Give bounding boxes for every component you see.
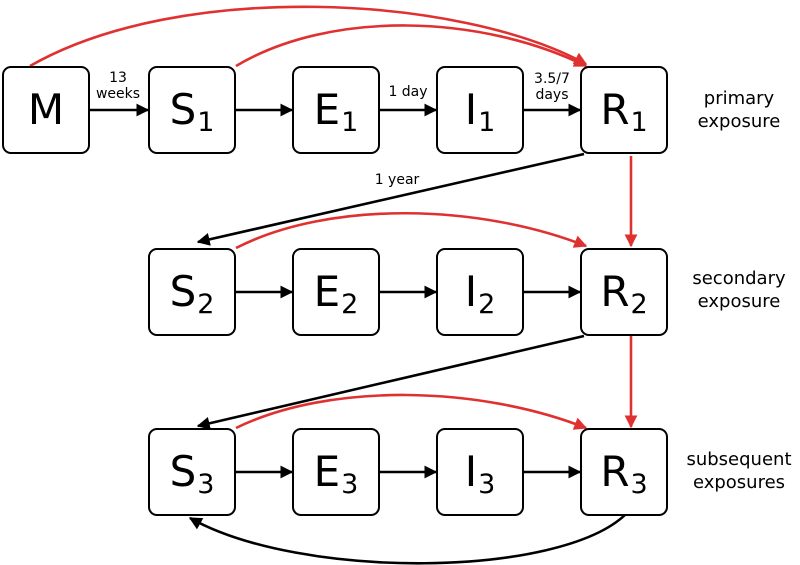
label-r1-s2: 1 year [362,172,432,188]
node-r3-subscript: 3 [630,468,648,500]
node-i2-letter: I [464,267,478,316]
row-label-primary-line1: primary [703,88,775,109]
label-e1-i1-text: 1 day [388,84,428,100]
node-i1-letter: I [464,85,478,134]
node-i3-letter: I [464,447,478,496]
row-label-secondary-line2: exposure [697,291,781,312]
node-m: M [2,66,90,154]
node-m-letter: M [27,85,65,134]
arrow-r1-s2 [196,152,585,246]
label-i1-r1-line1: 3.5/7 [534,71,570,87]
node-e3-subscript: 3 [341,468,359,500]
arrow-r2-s3 [196,334,585,430]
arrow-s2-r2 [235,211,588,250]
row-label-primary: primary exposure [680,87,798,133]
node-e3-letter: E [313,447,341,496]
node-r3-letter: R [600,447,630,496]
node-s2-subscript: 2 [197,288,215,320]
node-e1-subscript: 1 [341,106,359,138]
label-m-s1: 13 weeks [88,70,148,102]
node-r2-letter: R [600,267,630,316]
node-s1-subscript: 1 [197,106,215,138]
node-r1-letter: R [600,85,630,134]
node-s3-letter: S [169,447,197,496]
node-i2-subscript: 2 [478,288,496,320]
node-e2-subscript: 2 [341,288,359,320]
arrow-s3-r3 [235,393,588,430]
row-label-subsequent-line2: exposures [692,472,786,493]
row-label-subsequent-line1: subsequent [686,449,792,470]
arrow-s1-r1 [235,24,588,68]
node-s1-letter: S [169,85,197,134]
node-e2-letter: E [313,267,341,316]
node-e1-letter: E [313,85,341,134]
row-label-primary-line2: exposure [697,111,781,132]
node-s2-letter: S [169,267,197,316]
label-m-s1-line2: weeks [95,86,141,102]
arrow-r3-s3 [188,513,627,565]
node-i3-subscript: 3 [478,468,496,500]
label-m-s1-line1: 13 [109,70,127,86]
row-label-subsequent: subsequent exposures [680,448,798,494]
row-label-secondary-line1: secondary [692,268,786,289]
node-i1-subscript: 1 [478,106,496,138]
node-s3-subscript: 3 [197,468,215,500]
node-r1-subscript: 1 [630,106,648,138]
arrow-m-r1 [29,5,588,68]
label-e1-i1: 1 day [380,84,436,100]
label-r1-s2-text: 1 year [374,172,420,188]
label-i1-r1: 3.5/7 days [522,71,582,103]
label-i1-r1-line2: days [535,87,569,103]
row-label-secondary: secondary exposure [680,267,798,313]
node-r2-subscript: 2 [630,288,648,320]
